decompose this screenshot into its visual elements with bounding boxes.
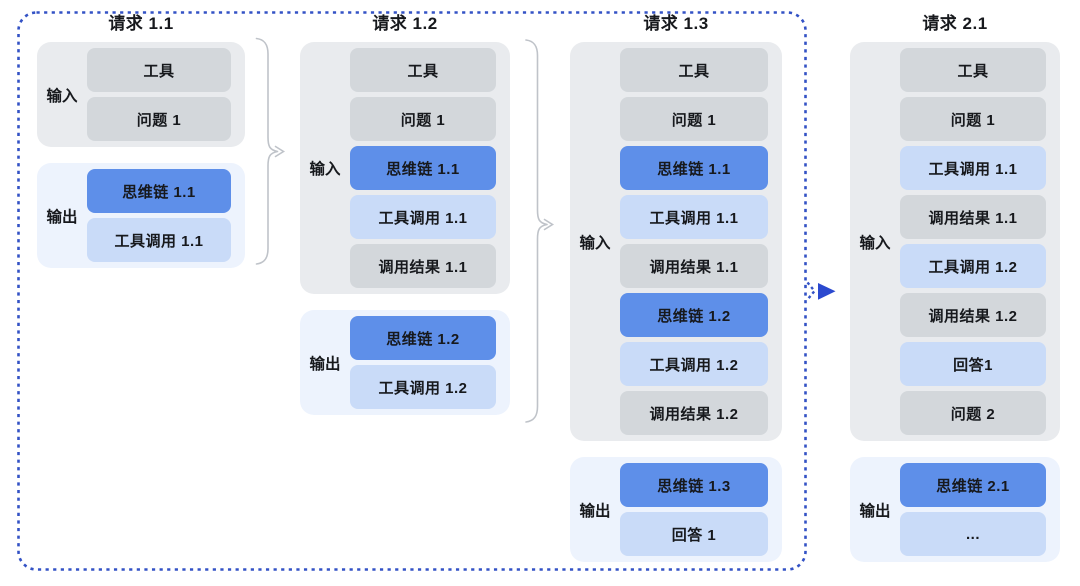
- input-group: 输入 工具问题 1 思维链 1.1 工具调用 1.1 调用结果 1.1: [300, 42, 510, 294]
- request-column: 请求 2.1 输入 工具问题 1 工具调用 1.1 调用结果 1.1 工具调用 1.2 调用…: [850, 12, 1060, 562]
- context-box: 调用结果 1.2: [620, 391, 768, 435]
- request-title: 请求 1.3: [643, 14, 709, 33]
- input-boxes: 工具问题 1 工具调用 1.1 调用结果 1.1 工具调用 1.2 调用结果 1.2 回答…: [900, 48, 1046, 435]
- input-group: 输入 工具问题 1 工具调用 1.1 调用结果 1.1 工具调用 1.2 调用结果 1.2…: [850, 42, 1060, 441]
- context-box: 问题 1: [87, 97, 231, 141]
- request-title: 请求 1.1: [108, 14, 174, 33]
- context-box: 回答 1: [620, 512, 768, 556]
- context-box: 工具: [87, 48, 231, 92]
- context-box: 调用结果 1.1: [620, 244, 768, 288]
- input-group-label: 输入: [46, 87, 78, 105]
- output-group: 输出思维链 1.2 工具调用 1.2: [300, 310, 510, 415]
- context-box: 问题 1: [620, 97, 768, 141]
- request-column: 请求 1.2 输入 工具问题 1 思维链 1.1 工具调用 1.1 调用结果 1.1 输出思…: [300, 12, 510, 415]
- dashed-loop-border: [17, 11, 807, 571]
- input-boxes: 工具问题 1 思维链 1.1 工具调用 1.1 调用结果 1.1: [350, 48, 496, 288]
- context-box: 工具调用 1.1: [87, 218, 231, 262]
- context-box: 调用结果 1.1: [350, 244, 496, 288]
- input-boxes: 工具问题 1: [87, 48, 231, 141]
- input-group-label: 输入: [309, 161, 341, 178]
- request-column: 请求 1.1 输入工具问题 1 输出思维链 1.1 工具调用 1.1: [37, 12, 245, 268]
- next-request-arrow-chevron: [806, 281, 817, 301]
- output-group-label: 输出: [46, 208, 78, 226]
- context-box: 思维链 1.3: [620, 463, 768, 507]
- context-box: 工具: [900, 48, 1046, 92]
- context-box: 工具调用 1.1: [620, 195, 768, 239]
- context-box: 问题 1: [350, 97, 496, 141]
- output-group-label: 输出: [579, 502, 611, 520]
- context-box: 问题 1: [900, 97, 1046, 141]
- context-box: 调用结果 1.1: [900, 195, 1046, 239]
- output-group: 输出思维链 1.3 回答 1: [570, 457, 782, 562]
- context-box: 思维链 1.2: [620, 293, 768, 337]
- output-group: 输出思维链 2.1...: [850, 457, 1060, 562]
- context-box: 工具调用 1.2: [350, 365, 496, 409]
- output-boxes: 思维链 2.1...: [900, 463, 1046, 556]
- input-group: 输入工具问题 1: [37, 42, 245, 147]
- brace-arrowhead-2: [543, 218, 555, 231]
- request-title: 请求 2.1: [922, 14, 988, 33]
- output-group-label: 输出: [309, 355, 341, 373]
- context-box: 调用结果 1.2: [900, 293, 1046, 337]
- context-box: 思维链 1.1: [620, 146, 768, 190]
- context-box: 工具: [620, 48, 768, 92]
- input-group-label: 输入: [859, 234, 891, 252]
- context-box: ...: [900, 512, 1046, 556]
- context-box: 问题 2: [900, 391, 1046, 435]
- request-column: 请求 1.3 输入 工具问题 1 思维链 1.1 工具调用 1.1 调用结果 1.1 思维链…: [570, 12, 782, 562]
- next-request-arrowhead: [818, 283, 836, 300]
- output-boxes: 思维链 1.1 工具调用 1.1: [87, 169, 231, 262]
- output-boxes: 思维链 1.3 回答 1: [620, 463, 768, 556]
- input-boxes: 工具问题 1 思维链 1.1 工具调用 1.1 调用结果 1.1 思维链 1.2 工具调用…: [620, 48, 768, 435]
- context-box: 工具调用 1.1: [900, 146, 1046, 190]
- context-box: 思维链 2.1: [900, 463, 1046, 507]
- context-box: 工具调用 1.2: [620, 342, 768, 386]
- input-group-label: 输入: [579, 234, 611, 252]
- context-box: 思维链 1.1: [87, 169, 231, 213]
- context-box: 工具调用 1.2: [900, 244, 1046, 288]
- context-box: 工具: [350, 48, 496, 92]
- output-boxes: 思维链 1.2 工具调用 1.2: [350, 316, 496, 409]
- brace-connector-1: [255, 37, 279, 265]
- context-box: 思维链 1.1: [350, 146, 496, 190]
- context-box: 工具调用 1.1: [350, 195, 496, 239]
- request-title: 请求 1.2: [372, 14, 438, 33]
- brace-connector-2: [525, 39, 548, 423]
- brace-arrowhead-1: [274, 145, 286, 158]
- output-group-label: 输出: [859, 502, 891, 520]
- context-box: 回答1: [900, 342, 1046, 386]
- context-box: 思维链 1.2: [350, 316, 496, 360]
- output-group: 输出思维链 1.1 工具调用 1.1: [37, 163, 245, 268]
